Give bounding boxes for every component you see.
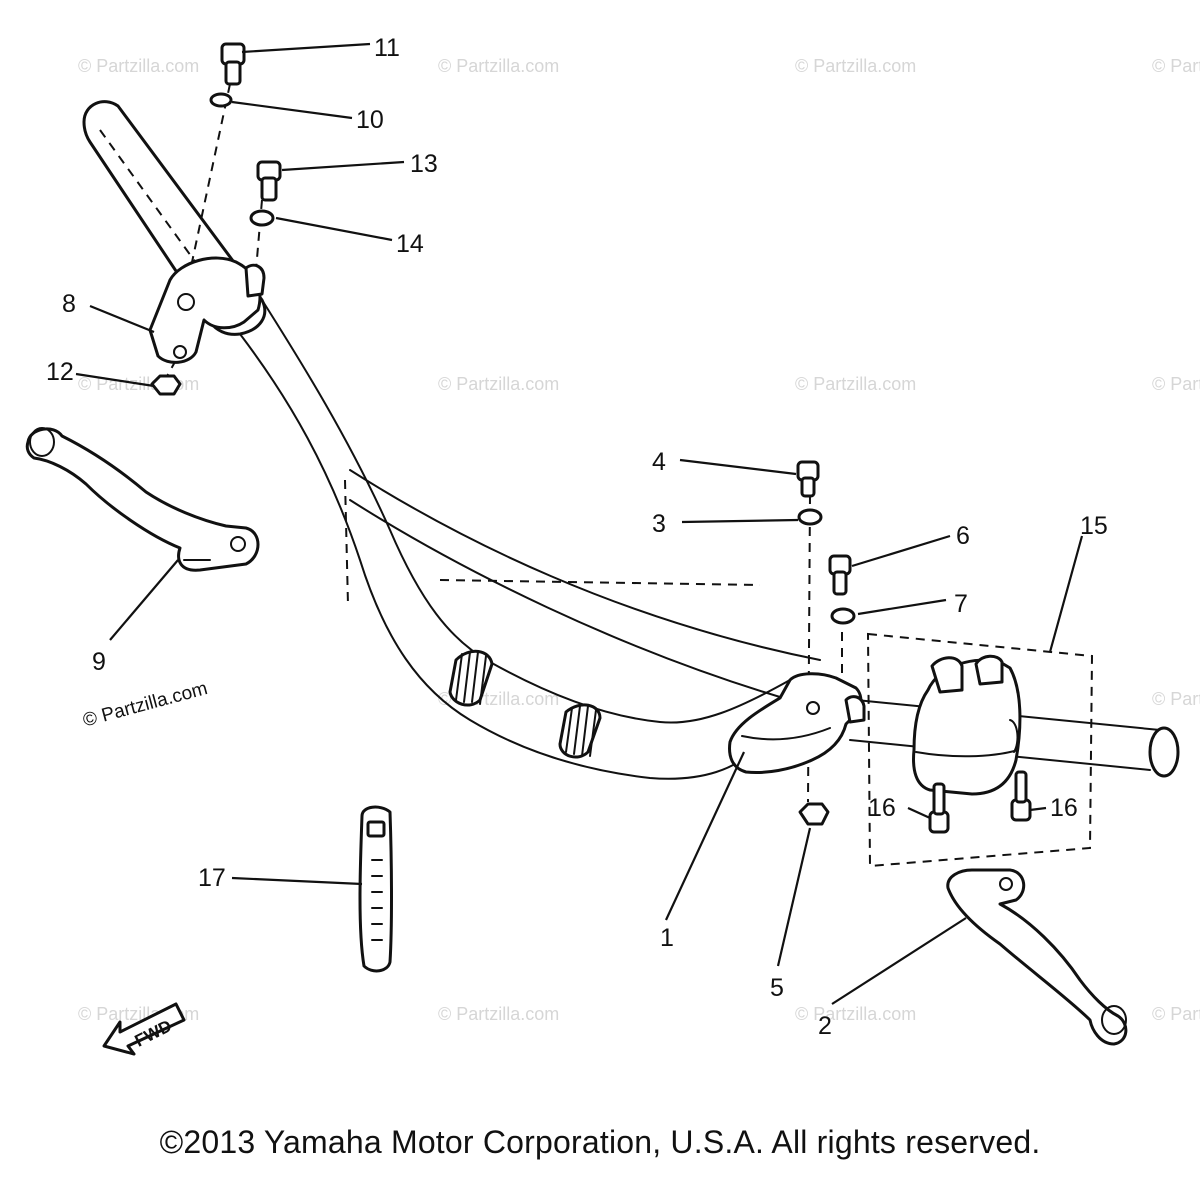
callout-13: 13 — [410, 150, 438, 178]
inline-watermark: © Partzilla.com — [81, 678, 210, 731]
switch-assembly — [866, 632, 1094, 868]
watermark: © Partzilla.com — [1152, 374, 1200, 394]
left-lever — [25, 427, 260, 572]
callout-9: 9 — [92, 648, 106, 676]
copyright-notice: ©2013 Yamaha Motor Corporation, U.S.A. A… — [159, 1124, 1041, 1160]
bolt-11 — [220, 42, 246, 86]
callout-15: 15 — [1080, 512, 1108, 540]
washer-7 — [830, 607, 856, 625]
callout-10: 10 — [356, 106, 384, 134]
washer-14 — [249, 209, 275, 227]
nut-5 — [798, 802, 830, 826]
callout-14: 14 — [396, 230, 424, 258]
leader-lines — [75, 42, 1084, 1005]
callout-3: 3 — [652, 510, 666, 538]
callout-5: 5 — [770, 974, 784, 1002]
right-lever — [946, 868, 1128, 1046]
callouts: 11 10 13 14 8 12 9 4 3 6 7 15 16 16 1 5 … — [46, 34, 1108, 1040]
bolt-6 — [828, 554, 852, 596]
watermark: © Partzilla.com — [78, 56, 199, 76]
left-clamp — [148, 256, 266, 364]
callout-16: 16 — [868, 794, 896, 822]
callout-12: 12 — [46, 358, 74, 386]
callout-17: 17 — [198, 864, 226, 892]
watermark: © Partzilla.com — [1152, 689, 1200, 709]
callout-1: 1 — [660, 924, 674, 952]
watermark: © Partzilla.com — [1152, 56, 1200, 76]
bolt-4 — [796, 460, 820, 498]
washer-10 — [209, 92, 233, 108]
callout-4: 4 — [652, 448, 666, 476]
watermark: © Partzilla.com — [438, 374, 559, 394]
cable-strap — [358, 805, 393, 973]
callout-11: 11 — [374, 34, 400, 62]
callout-7: 7 — [954, 590, 968, 618]
callout-8: 8 — [62, 290, 76, 318]
watermark: © Partzilla.com — [438, 1004, 559, 1024]
watermark: © Partzilla.com — [795, 374, 916, 394]
watermark: © Partzilla.com — [438, 56, 559, 76]
callout-2: 2 — [818, 1012, 832, 1040]
watermark: © Partzilla.com — [795, 1004, 916, 1024]
watermark: © Partzilla.com — [795, 56, 916, 76]
bolt-13 — [256, 160, 282, 202]
right-lever-holder — [728, 672, 866, 774]
nut-12 — [150, 374, 182, 396]
watermark: © Partzilla.com — [1152, 1004, 1200, 1024]
washer-3 — [797, 508, 823, 526]
callout-6: 6 — [956, 522, 970, 550]
callout-16: 16 — [1050, 794, 1078, 822]
